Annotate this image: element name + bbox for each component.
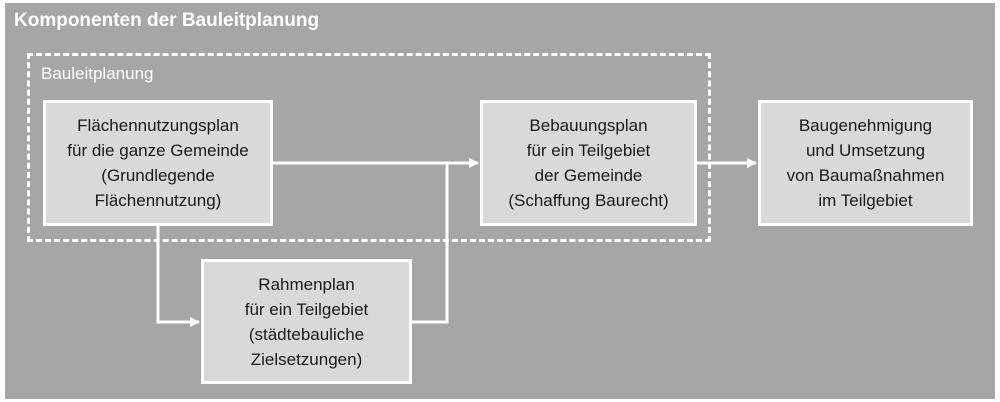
connector-rahmenplan-to-bebauungsplan xyxy=(412,163,449,324)
node-bebauungsplan-text: Bebauungsplan für ein Teilgebiet der Gem… xyxy=(508,116,669,210)
arrow-fnp-to-rahmenplan xyxy=(156,226,200,327)
node-rahmenplan-text: Rahmenplan für ein Teilgebiet (städtebau… xyxy=(244,274,369,369)
bauleitplanung-group-label: Bauleitplanung xyxy=(41,64,154,83)
bauleitplanung-group xyxy=(27,53,711,242)
node-baugenehmigung: Baugenehmigung und Umsetzung von Baumaßn… xyxy=(758,100,973,226)
node-flaechennutzungsplan-text: Flächennutzungsplan für die ganze Gemein… xyxy=(67,116,249,210)
diagram-title: Komponenten der Bauleitplanung xyxy=(14,10,320,31)
node-bebauungsplan: Bebauungsplan für ein Teilgebiet der Gem… xyxy=(480,100,697,226)
node-flaechennutzungsplan: Flächennutzungsplan für die ganze Gemein… xyxy=(43,100,273,226)
node-rahmenplan: Rahmenplan für ein Teilgebiet (städtebau… xyxy=(201,259,412,384)
node-baugenehmigung-text: Baugenehmigung und Umsetzung von Baumaßn… xyxy=(786,116,945,210)
